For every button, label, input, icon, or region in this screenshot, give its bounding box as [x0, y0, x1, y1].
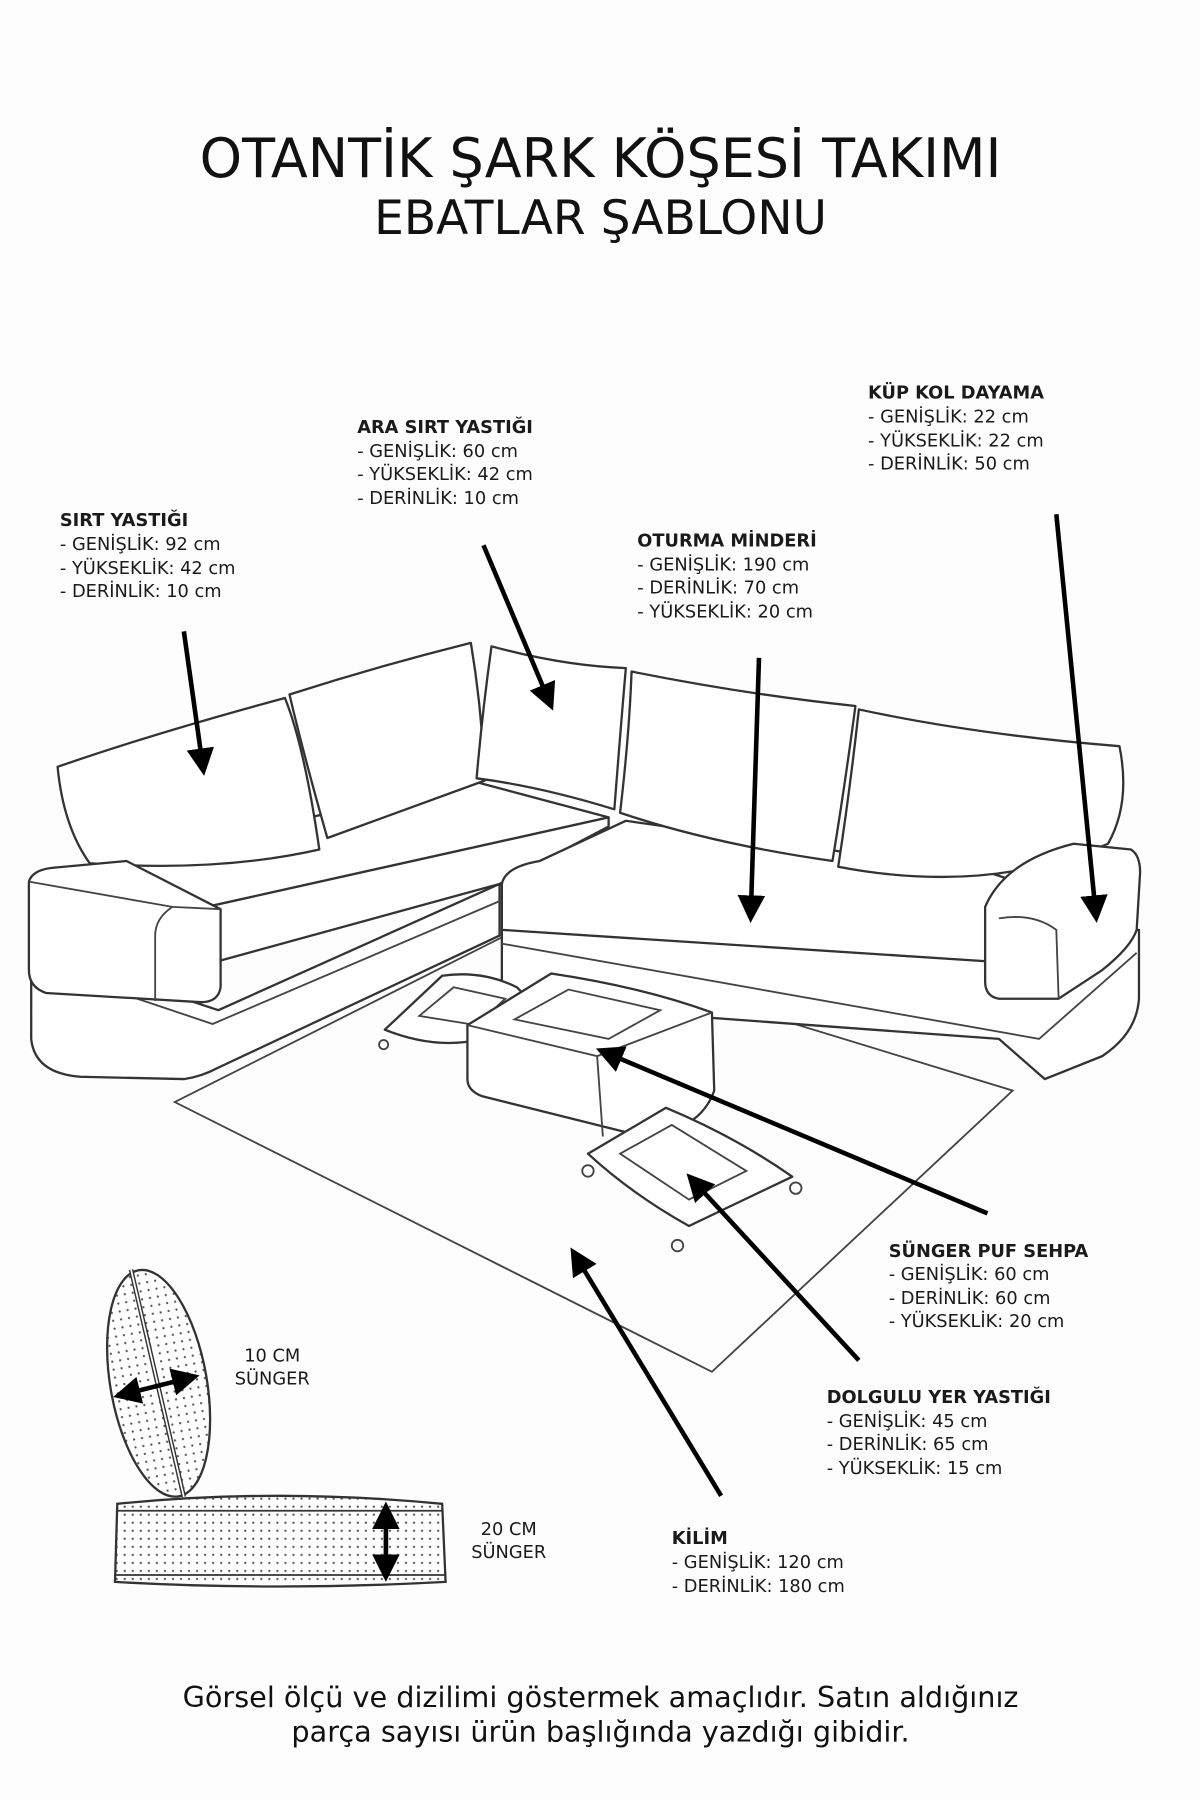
left-sofa-drawing [27, 641, 627, 1081]
rug-drawing [172, 934, 1015, 1373]
label-line: - DERİNLİK: 10 cm [357, 488, 519, 509]
arrows [113, 514, 1108, 1582]
footer-line2: parça sayısı ürün başlığında yazdığı gib… [291, 1714, 909, 1748]
floor-cushion-front-drawing [581, 1106, 803, 1253]
label-line: - YÜKSEKLİK: 20 cm [889, 1310, 1065, 1332]
label-line: - DERİNLİK: 50 cm [868, 454, 1030, 475]
label-line: - GENİŞLİK: 22 cm [868, 406, 1029, 427]
foam-cushion-illustration [113, 1494, 447, 1588]
cushion-foam-type: SÜNGER [471, 1541, 546, 1563]
label-heading: KÜP KOL DAYAMA [868, 381, 1044, 403]
label-line: - GENİŞLİK: 60 cm [889, 1264, 1050, 1285]
label-line: - YÜKSEKLİK: 22 cm [868, 430, 1044, 452]
label-sunger-puf-sehpa: SÜNGER PUF SEHPA - GENİŞLİK: 60 cm - DER… [889, 1240, 1089, 1332]
label-line: - GENİŞLİK: 92 cm [60, 534, 221, 555]
label-line: - YÜKSEKLİK: 42 cm [60, 557, 236, 579]
label-line: - GENİŞLİK: 190 cm [637, 555, 809, 576]
label-line: - DERİNLİK: 70 cm [637, 577, 799, 598]
footer-line1: Görsel ölçü ve dizilimi göstermek amaçlı… [183, 1680, 1019, 1714]
label-heading: SÜNGER PUF SEHPA [889, 1240, 1089, 1262]
label-heading: ARA SIRT YASTIĞI [357, 416, 533, 438]
pillow-foam-size: 10 CM [244, 1345, 300, 1366]
arrow-pillow-thickness [113, 1368, 200, 1404]
label-heading: SIRT YASTIĞI [60, 509, 188, 531]
label-sirt-yastigi: SIRT YASTIĞI - GENİŞLİK: 92 cm - YÜKSEKL… [60, 509, 236, 602]
puf-table-drawing [466, 972, 716, 1138]
label-line: - YÜKSEKLİK: 15 cm [827, 1457, 1003, 1479]
label-heading: DOLGULU YER YASTIĞI [827, 1386, 1051, 1408]
arrow-kilim [570, 1247, 724, 1497]
arrow-dolgulu-yer-yastigi [686, 1173, 861, 1362]
arrow-ara-sirt-yastigi [481, 544, 556, 711]
label-line: - YÜKSEKLİK: 42 cm [357, 463, 533, 485]
label-line: - DERİNLİK: 60 cm [889, 1288, 1051, 1309]
label-line: - DERİNLİK: 65 cm [827, 1434, 989, 1455]
label-line: - YÜKSEKLİK: 20 cm [637, 601, 813, 623]
arrow-sirt-yastigi [181, 631, 214, 776]
title-line2: EBATLAR ŞABLONU [374, 191, 827, 246]
label-heading: KİLİM [672, 1527, 728, 1549]
label-oturma-minderi: OTURMA MİNDERİ - GENİŞLİK: 190 cm - DERİ… [637, 529, 816, 622]
label-ara-sirt-yastigi: ARA SIRT YASTIĞI - GENİŞLİK: 60 cm - YÜK… [357, 416, 533, 509]
arrow-oturma-minderi [737, 657, 766, 923]
arrow-sunger-puf [595, 1046, 989, 1216]
label-kup-kol-dayama: KÜP KOL DAYAMA - GENİŞLİK: 22 cm - YÜKSE… [868, 381, 1044, 474]
pillow-foam-type: SÜNGER [235, 1367, 310, 1389]
title-line1: OTANTİK ŞARK KÖŞESİ TAKIMI [200, 127, 1002, 190]
label-line: - DERİNLİK: 10 cm [60, 581, 222, 602]
label-dolgulu-yer-yastigi: DOLGULU YER YASTIĞI - GENİŞLİK: 45 cm - … [827, 1386, 1051, 1479]
label-heading: OTURMA MİNDERİ [637, 529, 816, 551]
label-line: - GENİŞLİK: 120 cm [672, 1552, 844, 1573]
label-line: - GENİŞLİK: 60 cm [357, 441, 518, 462]
right-sofa-drawing [500, 670, 1142, 1081]
label-kilim: KİLİM - GENİŞLİK: 120 cm - DERİNLİK: 180… [672, 1527, 845, 1597]
label-line: - DERİNLİK: 180 cm [672, 1576, 845, 1597]
label-line: - GENİŞLİK: 45 cm [827, 1411, 988, 1432]
arrow-kup-kol-dayama [1054, 514, 1108, 923]
cushion-foam-size: 20 CM [481, 1519, 537, 1540]
